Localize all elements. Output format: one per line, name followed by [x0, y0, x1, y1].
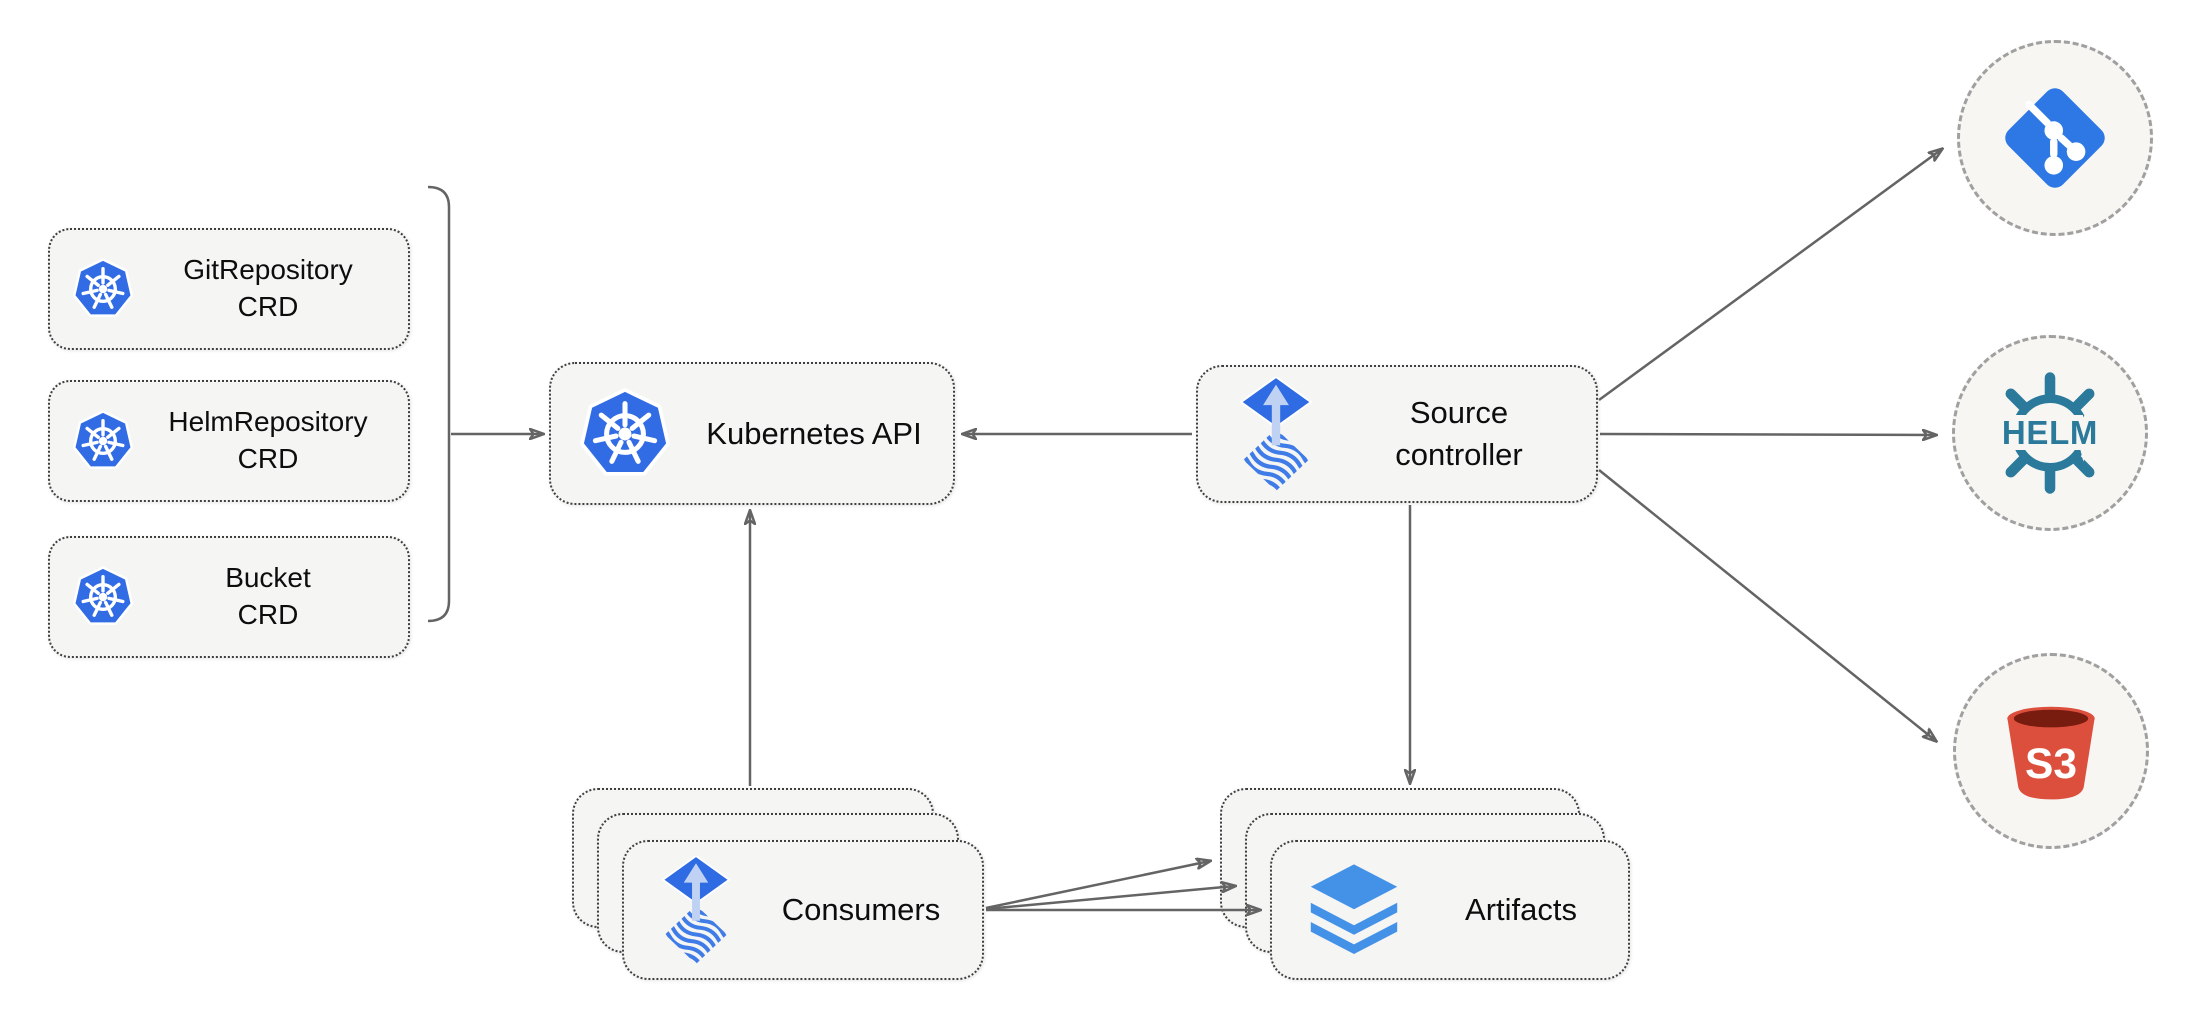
flux-icon [660, 856, 732, 964]
node-kubernetes-api: Kubernetes API [549, 362, 955, 505]
artifacts-label: Artifacts [1465, 892, 1577, 927]
s3-bucket-icon: S3 [2007, 706, 2095, 800]
node-consumers: Consumers [622, 840, 984, 980]
flux-icon [1238, 377, 1314, 491]
kubernetes-icon [72, 257, 134, 321]
edge-consumers-to-artifacts-1 [985, 861, 1210, 910]
edge-consumers-to-artifacts-2 [985, 886, 1235, 911]
external-helm-circle: HELM [1952, 335, 2148, 531]
crd-group-bracket [427, 185, 451, 623]
s3-logo-text: S3 [2025, 741, 2077, 788]
kubernetes-api-label: Kubernetes API [706, 415, 922, 451]
git-icon [1993, 76, 2117, 200]
edge-source-to-s3 [1598, 469, 1936, 741]
helm-logo-text: HELM [2002, 414, 2098, 451]
layers-icon [1306, 864, 1402, 956]
consumers-label: Consumers [781, 892, 941, 927]
kubernetes-icon [72, 565, 134, 629]
helm-icon: HELM [1996, 372, 2103, 494]
node-artifacts: Artifacts [1270, 840, 1630, 980]
kubernetes-icon [579, 386, 671, 482]
external-git-circle [1957, 40, 2153, 236]
edge-source-to-helm [1599, 434, 1936, 435]
edge-source-to-git [1598, 149, 1942, 402]
kubernetes-icon [72, 409, 134, 473]
external-s3-circle: S3 [1953, 653, 2149, 849]
